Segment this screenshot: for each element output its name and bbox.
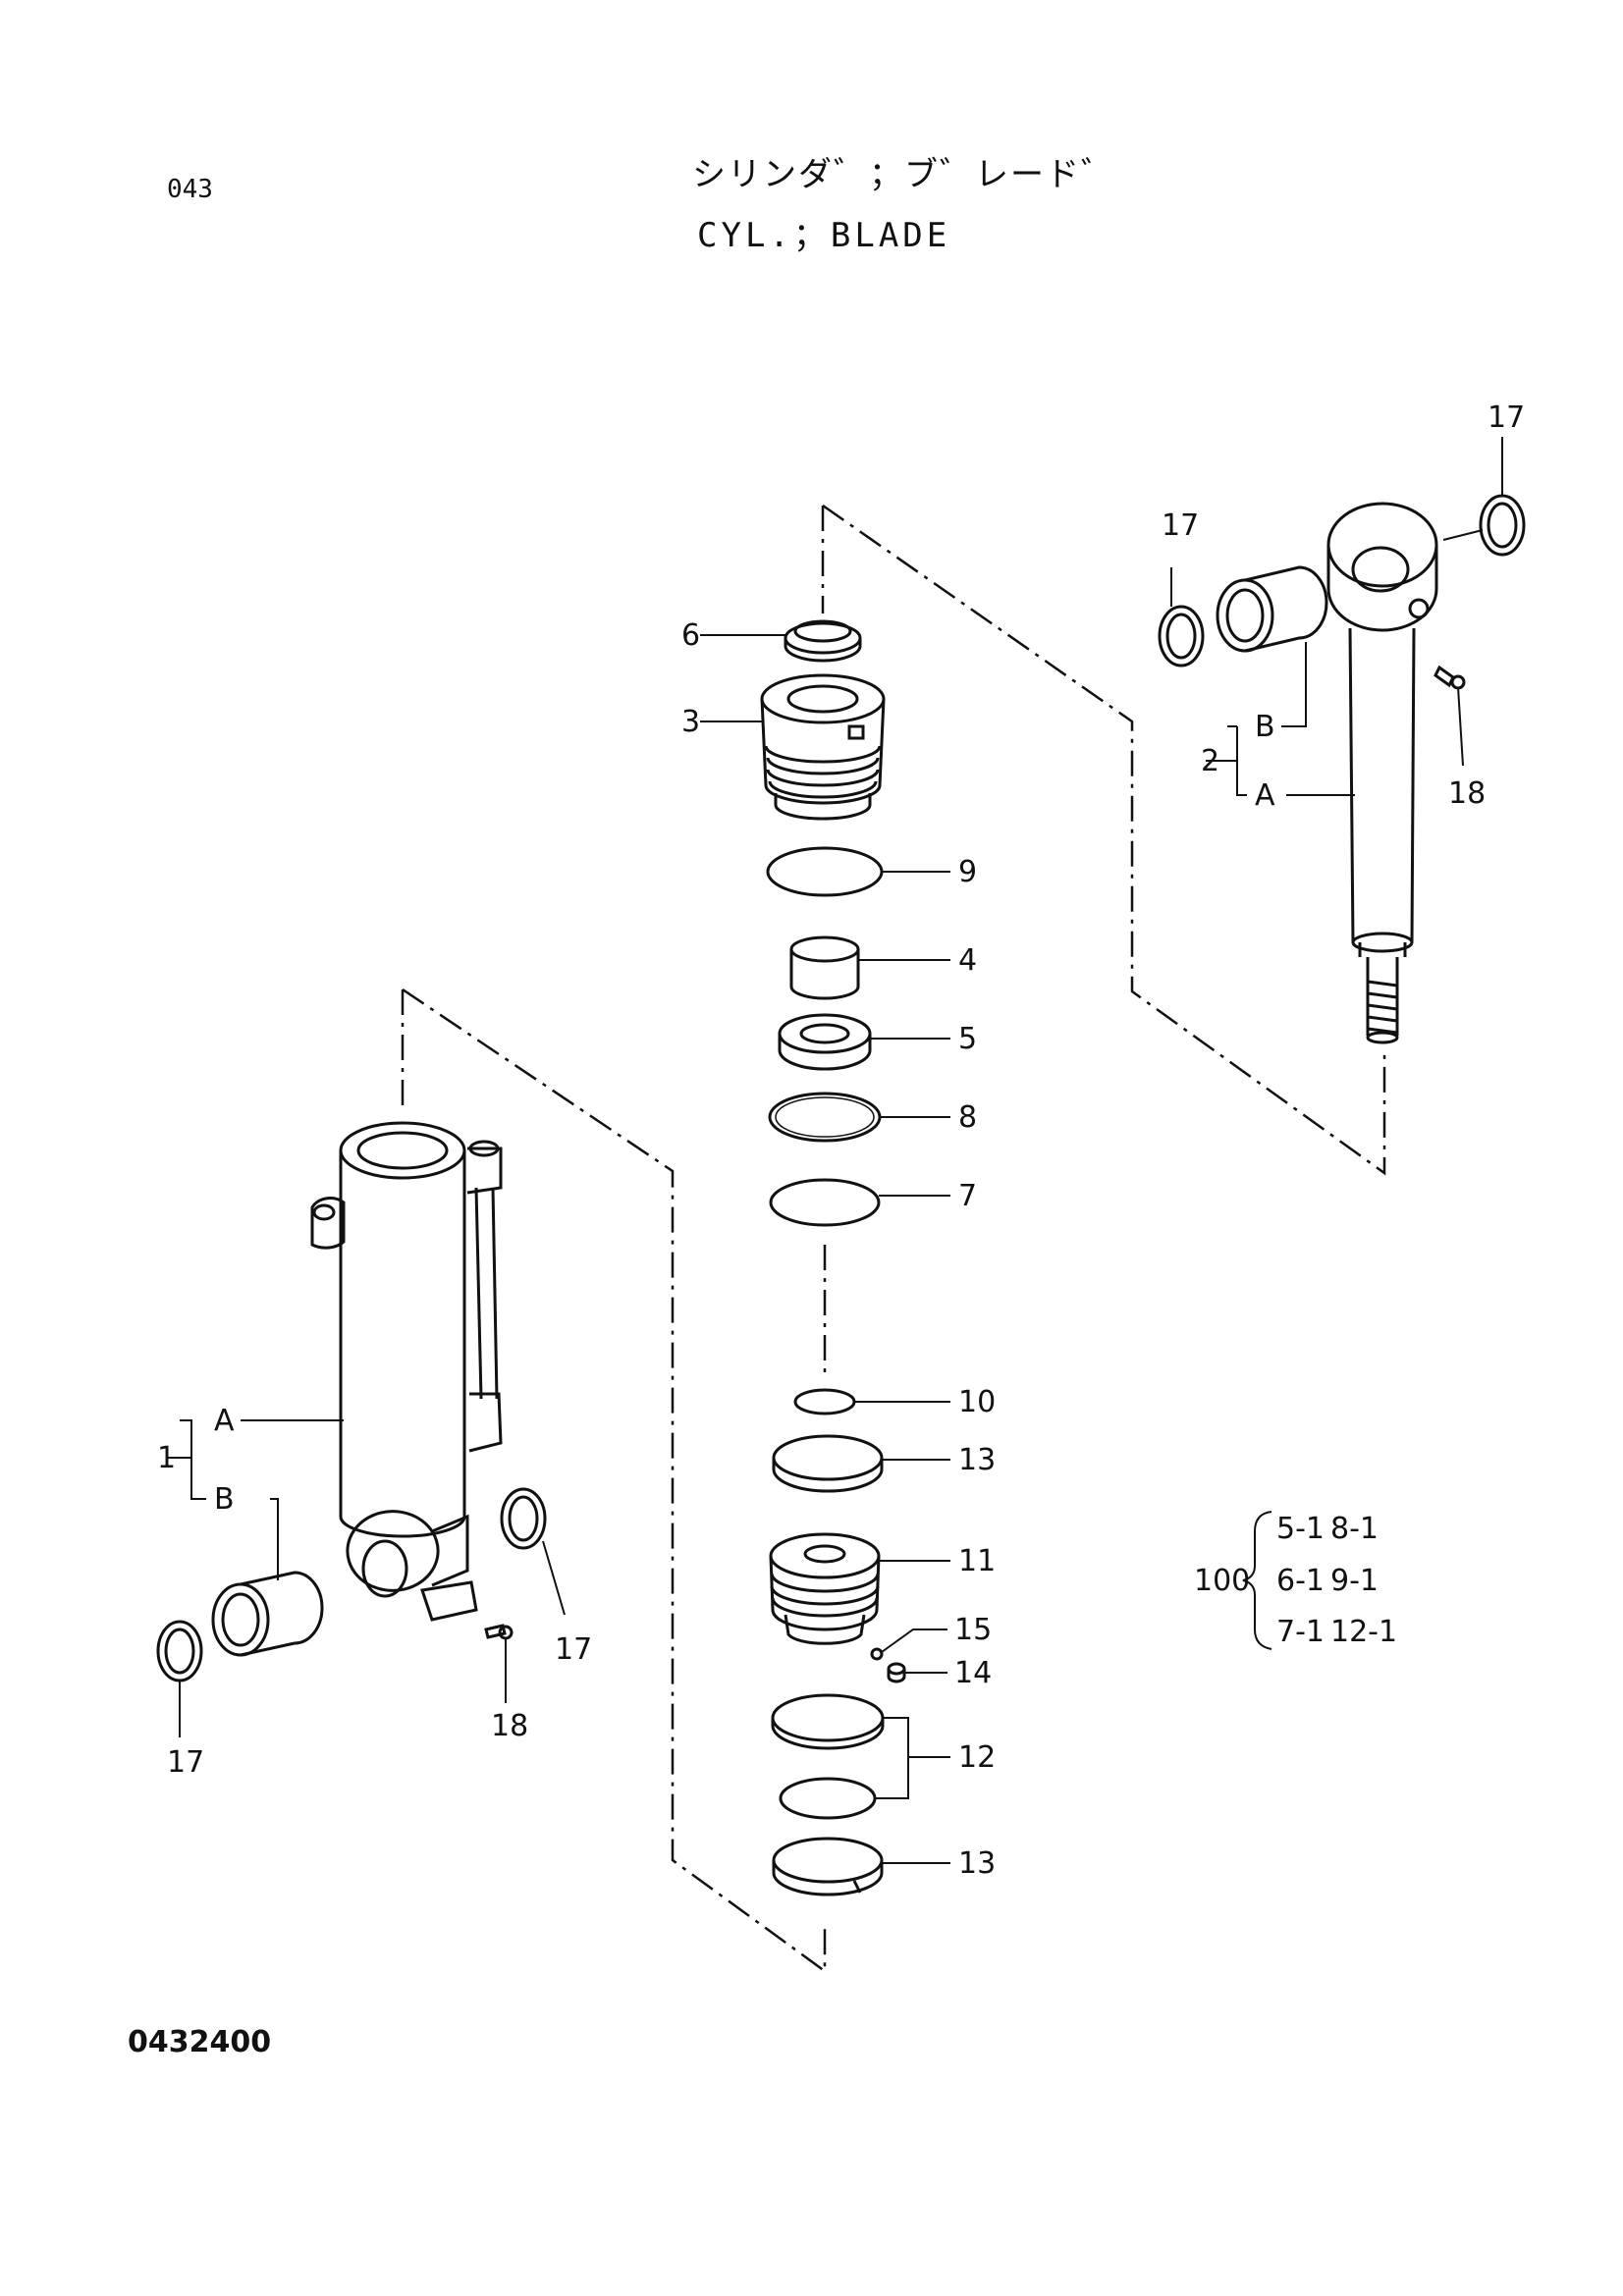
part-1a-cylinder-tube (310, 1121, 503, 1622)
callout-13-upper: 13 (958, 1443, 996, 1477)
part-17-rod-seal-left (1158, 605, 1205, 667)
part-13-wear-ring-upper (772, 1434, 884, 1493)
title-japanese: シリンダ゛；ブ゛レード゛ (692, 155, 1116, 194)
seal-kit-row2-col1: 6-1 (1276, 1564, 1325, 1598)
seal-kit-brace (1242, 1511, 1272, 1650)
part-12-slide-ring-set (771, 1693, 885, 1820)
part-5-u-ring (778, 1013, 872, 1071)
part-18-rod-grease-nipple (1434, 665, 1466, 690)
part-8-backup-ring-inner (775, 1096, 875, 1138)
callout-6: 6 (681, 618, 700, 653)
part-7-o-ring (769, 1178, 881, 1227)
part-8-backup-ring (768, 1092, 882, 1143)
callout-1b: B (214, 1482, 235, 1517)
callout-2a: A (1255, 778, 1275, 813)
callout-8: 8 (958, 1100, 977, 1135)
part-17-tube-seal-left (156, 1620, 203, 1682)
callout-labels: 6 3 9 4 5 8 7 10 13 11 15 14 12 13 17 17… (157, 400, 1525, 1881)
callout-15: 15 (954, 1613, 992, 1647)
seal-kit-row1-col1: 5-1 (1276, 1512, 1325, 1546)
seal-kit-row3-col1: 7-1 (1276, 1615, 1325, 1649)
page-number: 043 (167, 175, 213, 204)
assembly-line-tube (401, 988, 827, 1974)
callout-14: 14 (954, 1656, 992, 1690)
callout-10: 10 (958, 1385, 996, 1419)
callout-2b: B (1255, 710, 1275, 744)
seal-kit-row3-col2: 12-1 (1330, 1615, 1397, 1649)
callout-11: 11 (958, 1544, 996, 1578)
callout-17-rod-left: 17 (1162, 508, 1199, 543)
part-17-rod-seal-right (1479, 494, 1526, 557)
callout-17-tube-right: 17 (555, 1632, 592, 1667)
seal-kit-legend: 100 5-1 8-1 6-1 9-1 7-1 12-1 (1194, 1512, 1397, 1649)
assembly-line-rod (821, 504, 1386, 1176)
callout-4: 4 (958, 943, 977, 978)
seal-kit-number: 100 (1194, 1564, 1250, 1598)
title-english: CYL.；BLADE (697, 216, 951, 255)
callout-3: 3 (681, 705, 700, 739)
part-15-steel-ball (870, 1647, 884, 1661)
part-14-set-screw (887, 1662, 906, 1683)
part-9-o-ring (766, 846, 884, 897)
callout-7: 7 (958, 1179, 977, 1213)
part-4-bushing (789, 935, 860, 1000)
seal-kit-row2-col2: 9-1 (1330, 1564, 1379, 1598)
seal-kit-row1-col2: 8-1 (1330, 1512, 1379, 1546)
callout-12: 12 (958, 1740, 996, 1775)
callout-2: 2 (1201, 744, 1219, 778)
callout-1: 1 (157, 1441, 176, 1475)
part-3-rod-cover (760, 673, 886, 821)
callout-18-rod: 18 (1448, 776, 1486, 811)
part-13-wear-ring-lower (772, 1837, 884, 1896)
drawing-number: 0432400 (128, 2025, 272, 2059)
part-1b-tube-bushing (211, 1571, 324, 1657)
callout-18-tube: 18 (491, 1709, 528, 1743)
callout-17-rod-right: 17 (1488, 400, 1525, 435)
part-10-o-ring (793, 1388, 856, 1415)
callout-1a: A (214, 1404, 235, 1438)
part-11-piston (769, 1532, 881, 1645)
part-18-tube-grease-nipple (484, 1624, 514, 1640)
callout-17-tube-left: 17 (167, 1745, 204, 1780)
callout-13-lower: 13 (958, 1846, 996, 1881)
part-2a-piston-rod (1326, 502, 1438, 1044)
callout-5: 5 (958, 1022, 977, 1056)
leader-lines (167, 437, 1503, 1864)
callout-9: 9 (958, 855, 977, 889)
part-6-dust-seal (784, 619, 862, 663)
part-2b-rod-bushing (1216, 565, 1328, 653)
part-17-tube-seal-right (500, 1487, 547, 1550)
